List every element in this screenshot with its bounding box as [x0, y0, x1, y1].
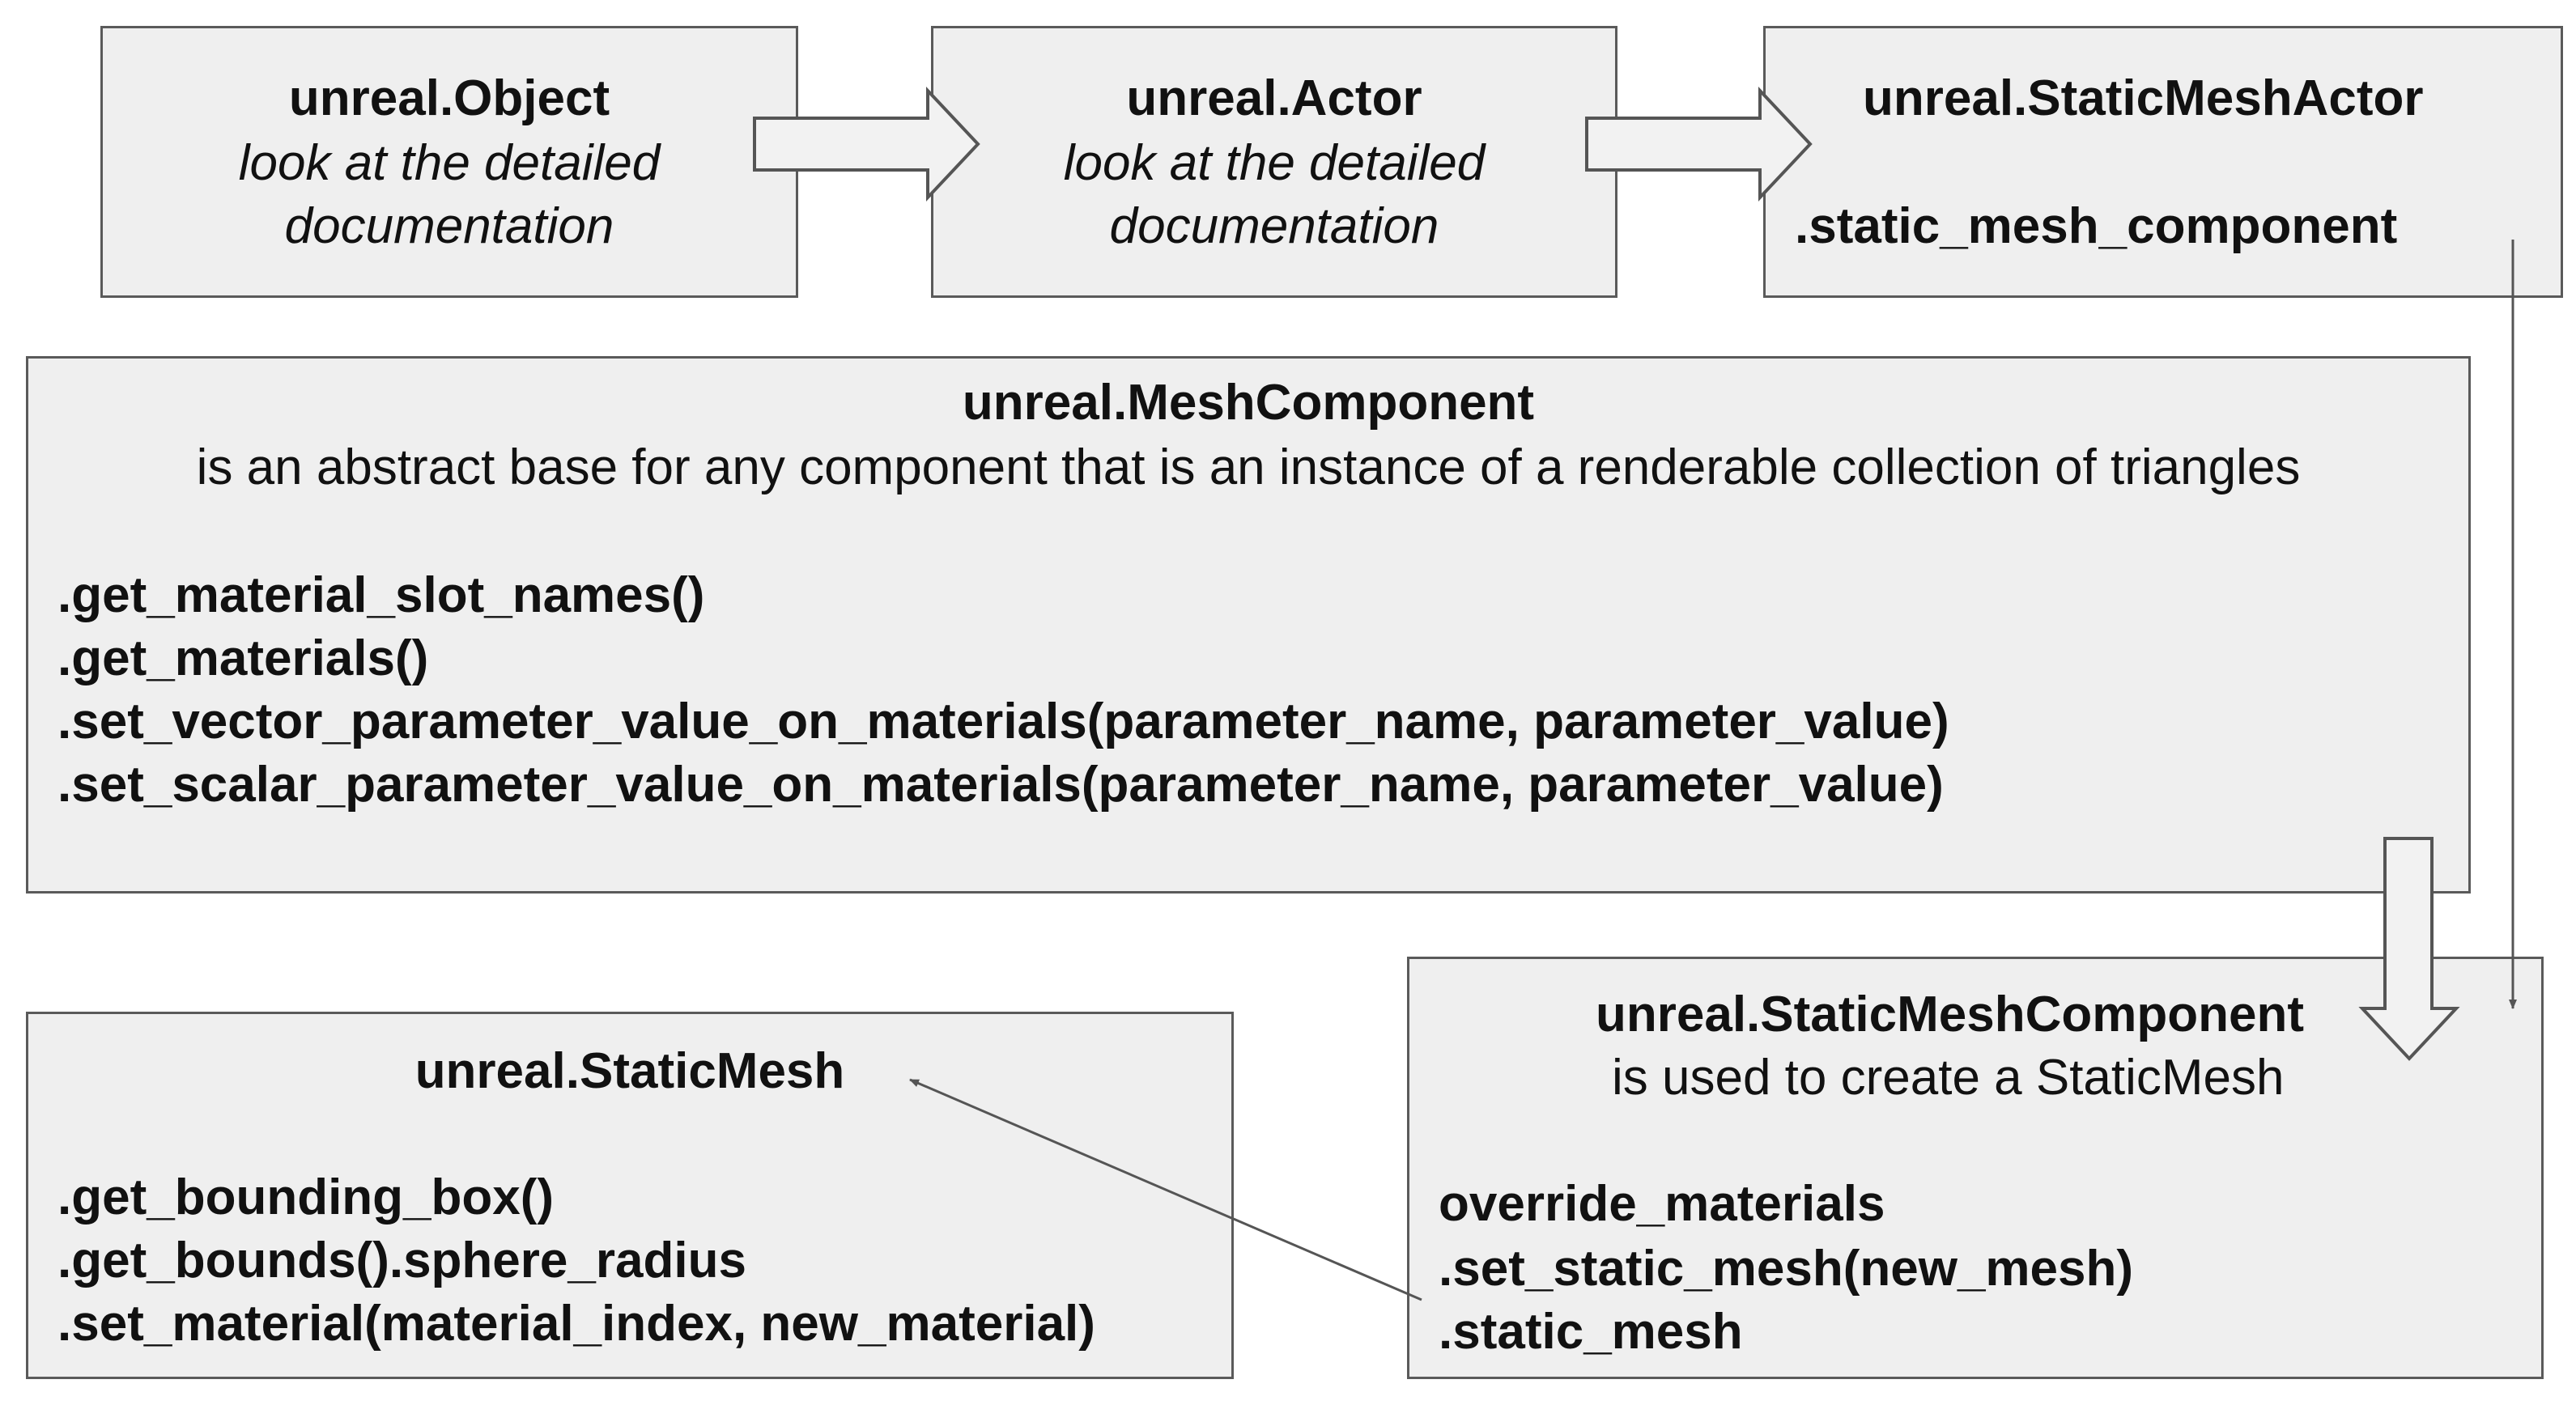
mesh-component-box: unreal.MeshComponent is an abstract base…: [26, 356, 2471, 894]
member-override-materials: override_materials: [1439, 1176, 1885, 1232]
actor-note-line2: documentation: [1109, 198, 1439, 254]
static-mesh-actor-title: unreal.StaticMeshActor: [1863, 70, 2424, 126]
object-title: unreal.Object: [288, 70, 610, 126]
member-get-bounds-sphere-radius: .get_bounds().sphere_radius: [57, 1233, 746, 1288]
mesh-component-title: unreal.MeshComponent: [962, 375, 1535, 431]
member-static-mesh: .static_mesh: [1439, 1304, 1743, 1360]
object-note-line1: look at the detailed: [238, 135, 661, 191]
actor-box: unreal.Actor look at the detailed docume…: [931, 26, 1617, 298]
object-note-line2: documentation: [284, 198, 614, 254]
method-set-scalar-parameter: .set_scalar_parameter_value_on_materials…: [57, 757, 1944, 813]
member-get-bounding-box: .get_bounding_box(): [57, 1169, 555, 1225]
member-set-static-mesh: .set_static_mesh(new_mesh): [1439, 1241, 2134, 1297]
static-mesh-actor-box: unreal.StaticMeshActor .static_mesh_comp…: [1763, 26, 2563, 298]
object-box: unreal.Object look at the detailed docum…: [100, 26, 798, 298]
member-set-material: .set_material(material_index, new_materi…: [57, 1296, 1095, 1352]
static-mesh-component-box: unreal.StaticMeshComponent is used to cr…: [1407, 957, 2544, 1379]
method-set-vector-parameter: .set_vector_parameter_value_on_materials…: [57, 694, 1949, 749]
static-mesh-actor-member: .static_mesh_component: [1795, 198, 2398, 254]
static-mesh-title: unreal.StaticMesh: [414, 1043, 845, 1099]
actor-note-line1: look at the detailed: [1063, 135, 1486, 191]
mesh-component-description: is an abstract base for any component th…: [196, 439, 2301, 495]
method-get-material-slot-names: .get_material_slot_names(): [57, 567, 705, 623]
method-get-materials: .get_materials(): [57, 630, 429, 686]
static-mesh-component-description: is used to create a StaticMesh: [1612, 1050, 2285, 1106]
static-mesh-component-title: unreal.StaticMeshComponent: [1596, 987, 2304, 1042]
actor-title: unreal.Actor: [1126, 70, 1422, 126]
static-mesh-box: unreal.StaticMesh .get_bounding_box() .g…: [26, 1012, 1234, 1379]
